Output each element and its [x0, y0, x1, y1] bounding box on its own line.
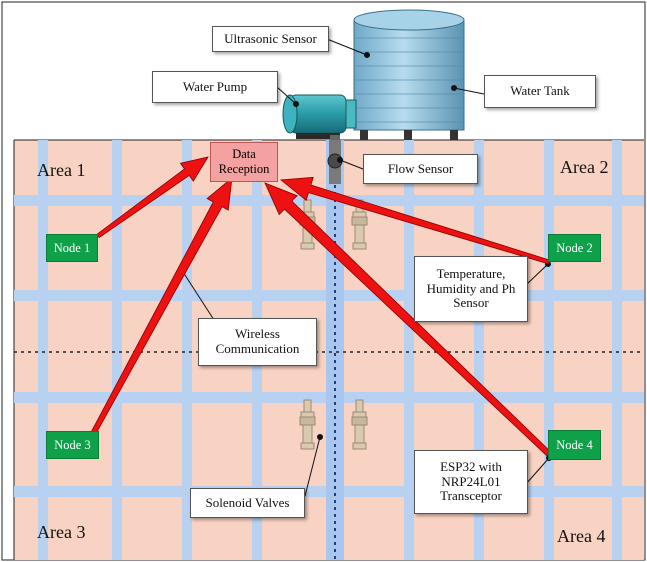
arrow-node-1 — [96, 156, 209, 239]
water-tank-icon — [353, 9, 465, 140]
wireless-line-2: Communication — [215, 341, 300, 356]
flow-sensor-label: Flow Sensor — [363, 154, 478, 184]
solenoid-valve-icons — [299, 199, 368, 450]
flow-sensor-icon — [327, 140, 343, 184]
sensor-label-line-3: Sensor — [453, 295, 489, 311]
solenoid-valves-label: Solenoid Valves — [190, 488, 305, 518]
arrow-node-3 — [91, 177, 233, 434]
wireless-arrows — [91, 156, 552, 457]
main-channel — [326, 140, 344, 560]
area-4-label: Area 4 — [557, 526, 606, 546]
area-1-label: Area 1 — [37, 160, 86, 180]
data-reception-line-1: Data — [232, 147, 256, 161]
esp32-line-2: NRP24L01 — [441, 473, 501, 489]
arrow-node-4 — [264, 182, 552, 457]
sensor-label-line-2: Humidity and Ph — [426, 280, 516, 296]
node-4: Node 4 — [548, 430, 601, 460]
esp32-line-3: Transceptor — [440, 488, 502, 504]
water-pump-label: Water Pump — [152, 71, 278, 103]
wireless-line-1: Wireless — [235, 326, 280, 342]
data-reception-line-2: Reception — [218, 162, 270, 176]
node-1: Node 1 — [46, 234, 98, 262]
sensor-label-line-1: Temperature, — [436, 265, 506, 281]
esp32-line-1: ESP32 with — [440, 458, 502, 474]
water-tank-label: Water Tank — [484, 75, 596, 108]
arrow-node-2 — [279, 176, 551, 265]
area-3-label: Area 3 — [37, 522, 86, 542]
ultrasonic-sensor-label: Ultrasonic Sensor — [212, 26, 329, 52]
node-2: Node 2 — [548, 234, 601, 262]
node-3: Node 3 — [46, 431, 99, 459]
area-2-label: Area 2 — [560, 157, 609, 177]
